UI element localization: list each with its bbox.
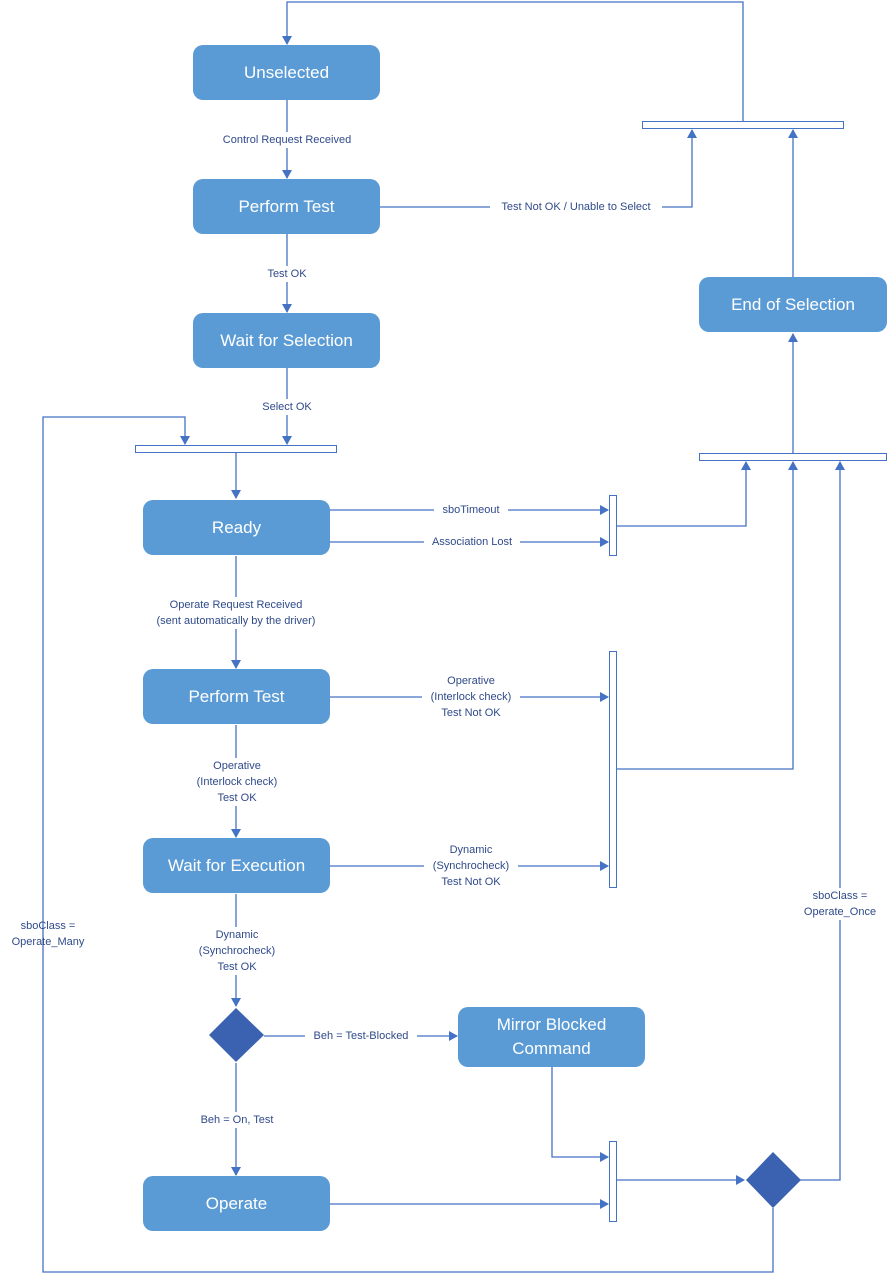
interlock-test-ok-label: Operative (Interlock check) Test OK [188,758,286,806]
perform-test-state: Perform Test [193,179,380,234]
wait-for-execution-state: Wait for Execution [143,838,330,893]
beh-test-blocked-label: Beh = Test-Blocked [305,1028,417,1044]
test-not-ok-unable-label: Test Not OK / Unable to Select [490,199,662,215]
timeout-fork-bar [609,495,617,556]
beh-on-test-label: Beh = On, Test [193,1112,281,1128]
unselected-state: Unselected [193,45,380,100]
fail-bar-to-join-connector [617,461,798,770]
perform-test-to-join-connector [380,129,697,208]
select-ok-label: Select OK [257,399,317,415]
mirror-to-bar-connector [551,1067,609,1162]
operate-join-bar [609,1141,617,1222]
sbo-class-operate-many-label: sboClass = Operate_Many [11,920,85,948]
wait-for-selection-state: Wait for Selection [193,313,380,368]
selection-join-bar [135,445,337,453]
operate-once-connector [800,461,845,1181]
sbo-class-decision-diamond [746,1152,801,1208]
end-of-selection-state: End of Selection [699,277,887,332]
sbo-timeout-label: sboTimeout [434,502,508,518]
synchrocheck-test-not-ok-label: Dynamic (Synchrocheck) Test Not OK [424,842,518,890]
mirror-blocked-command-state: Mirror Blocked Command [458,1007,645,1067]
loop-to-unselected-connector [282,1,744,122]
behavior-decision-diamond [209,1008,264,1062]
operate-state: Operate [143,1176,330,1231]
synchrocheck-test-ok-label: Dynamic (Synchrocheck) Test OK [190,927,284,975]
end-selection-join-bar [699,453,887,461]
top-join-bar [642,121,844,129]
operate-many-connector [42,416,774,1273]
control-request-received-label: Control Request Received [212,132,362,148]
timeout-bar-to-join-connector [617,461,751,527]
test-ok-label: Test OK [262,266,312,282]
interlock-test-not-ok-label: Operative (Interlock check) Test Not OK [422,673,520,721]
operate-request-received-label: Operate Request Received (sent automatic… [140,597,332,629]
ready-state: Ready [143,500,330,555]
sbo-class-operate-once-label: sboClass = Operate_Once [796,888,884,920]
test-fail-join-bar [609,651,617,888]
perform-test-operate-state: Perform Test [143,669,330,724]
association-lost-label: Association Lost [424,534,520,550]
